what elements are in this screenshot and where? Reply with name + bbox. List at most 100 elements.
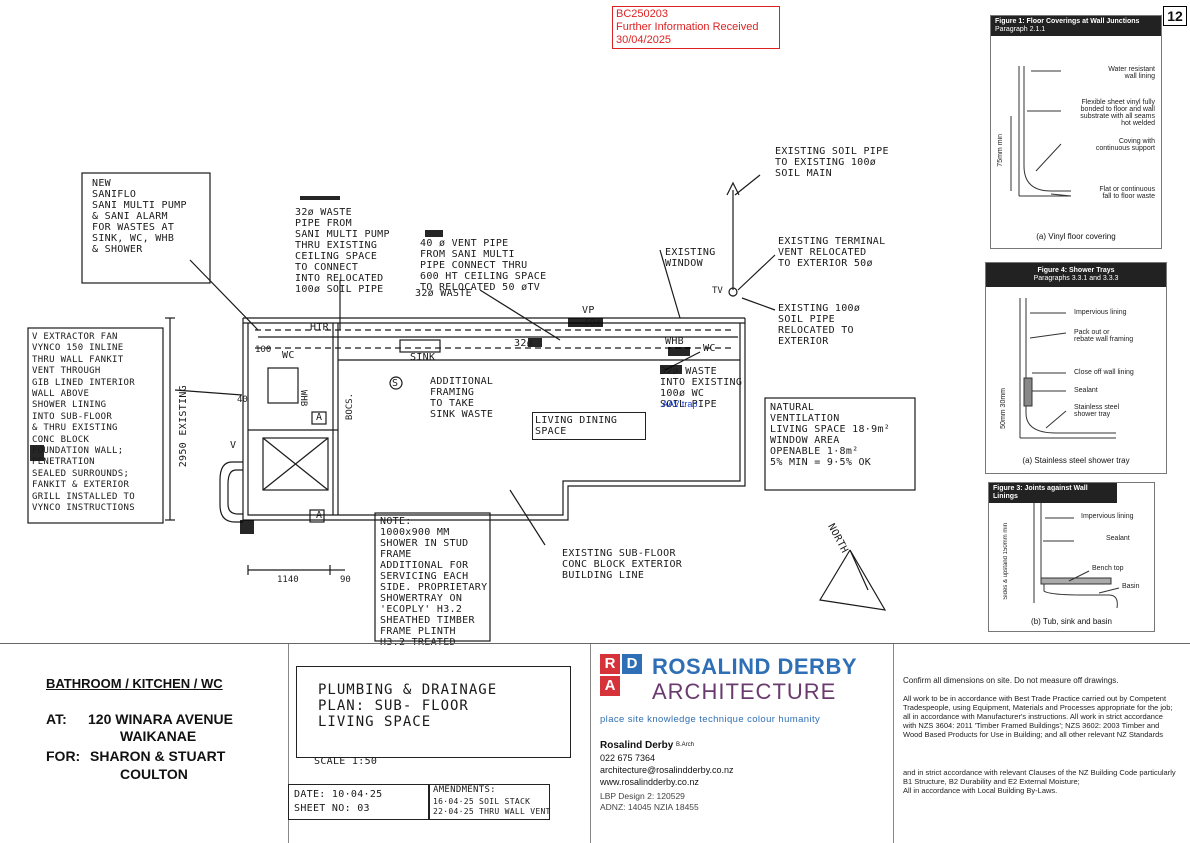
note-40-vent: 40 ø VENT PIPE FROM SANI MULTI PIPE CONN… [420, 238, 547, 293]
figure-header: Figure 3: Joints against Wall Linings [989, 483, 1117, 503]
label-whb-2: WHB [298, 390, 308, 407]
amendments-label: AMENDMENTS: [433, 785, 496, 795]
firm-subtitle: ARCHITECTURE [652, 679, 837, 704]
figure-caption: (a) Stainless steel shower tray [1022, 456, 1130, 465]
figure-subtitle: Paragraph 2.1.1 [995, 26, 1046, 33]
amendment-1: 16·04·25 SOIL STACK [433, 797, 531, 806]
address-line-2: WAIKANAE [120, 728, 197, 744]
figure-title: Figure 4: Shower Trays [1037, 267, 1115, 274]
page-number: 12 [1163, 6, 1187, 26]
client-line-2: COULTON [120, 766, 188, 782]
stamp-text: Further Information Received [616, 21, 759, 33]
dim-40: 40 [237, 395, 248, 405]
label-wc-2: WC [703, 343, 716, 354]
figure-label: Stainless steel shower tray [1074, 404, 1120, 418]
firm-email[interactable]: architecture@rosalindderby.co.nz [600, 765, 734, 775]
figure-shower-tray: Figure 4: Shower Trays Paragraphs 3.3.1 … [985, 262, 1167, 474]
label-s-marker: S [392, 378, 399, 389]
label-htr: HTR [310, 322, 329, 333]
figure-title: Figure 3: Joints against Wall Linings [993, 485, 1088, 500]
note-existing-terminal: EXISTING TERMINAL VENT RELOCATED TO EXTE… [778, 236, 886, 269]
note-additional-framing: ADDITIONAL FRAMING TO TAKE SINK WASTE [430, 376, 494, 420]
figure-label: Flat or continuous fall to floor waste [1099, 186, 1155, 200]
date-box [288, 784, 430, 820]
figure-label: Flexible sheet vinyl fully bonded to flo… [1080, 99, 1155, 127]
spec-note-2: and in strict accordance with relevant C… [903, 768, 1176, 786]
label-living-dining: LIVING DINING SPACE [532, 412, 646, 440]
highlight-mark [668, 347, 690, 356]
label-vp: VP [582, 305, 595, 316]
figure-header: Figure 1: Floor Coverings at Wall Juncti… [991, 16, 1161, 36]
firm-website[interactable]: www.rosalindderby.co.nz [600, 777, 699, 787]
figure-detail [1019, 298, 1116, 439]
title-block: BATHROOM / KITCHEN / WC AT: 120 WINARA A… [0, 643, 1190, 843]
label-aav-trap: AAV trap [662, 399, 698, 409]
architect-quals: B.Arch [676, 742, 695, 748]
label-32: 32ø [514, 338, 533, 349]
dim-existing: EXISTING [178, 385, 189, 436]
at-label: AT: [46, 711, 67, 727]
figure-dimension: 75mm min [997, 134, 1004, 167]
drawing-title-box [296, 666, 571, 758]
label-sink: SINK [410, 352, 436, 363]
firm-name: ROSALIND DERBY [652, 654, 858, 679]
drawing-title: PLUMBING & DRAINAGE PLAN: SUB- FLOOR LIV… [318, 682, 498, 730]
dim-2950: 2950 [178, 442, 189, 468]
client-line-1: SHARON & STUART [90, 748, 226, 764]
dim-90: 90 [340, 575, 351, 585]
spec-note-3: All in accordance with Local Building By… [903, 786, 1058, 795]
note-existing-100: EXISTING 100ø SOIL PIPE RELOCATED TO EXT… [778, 303, 861, 347]
highlight-mark [528, 338, 542, 347]
address-line-1: 120 WINARA AVENUE [88, 711, 233, 727]
stamp-date: 30/04/2025 [616, 34, 672, 46]
figure-caption: (a) Vinyl floor covering [1036, 232, 1116, 241]
council-stamp: BC250203 Further Information Received 30… [612, 6, 780, 49]
figure-dimension: 50mm 30mm [1000, 388, 1007, 429]
label-v: V [230, 440, 237, 451]
highlight-mark [300, 196, 340, 200]
figure-title: Figure 1: Floor Coverings at Wall Juncti… [995, 18, 1140, 25]
spec-note-1: All work to be in accordance with Best T… [903, 694, 1173, 739]
firm-phone: 022 675 7364 [600, 753, 656, 763]
note-shower: NOTE: 1000x900 MM SHOWER IN STUD FRAME A… [380, 516, 488, 648]
figure-detail [1033, 503, 1120, 609]
figure-label: Impervious lining [1074, 309, 1127, 316]
highlight-mark [425, 230, 443, 237]
figure-label: Sealant [1074, 387, 1098, 394]
figure-detail [1010, 66, 1072, 197]
figure-dimension: Sides & upstand 150mm min [1003, 523, 1009, 600]
logo-letter: D [622, 654, 642, 674]
label-tv: TV [712, 286, 723, 296]
figure-label: Pack out or rebate wall framing [1074, 329, 1134, 343]
confirm-note: Confirm all dimensions on site. Do not m… [903, 676, 1119, 685]
label-wc: WC [282, 350, 295, 361]
note-32-waste: 32ø WASTE PIPE FROM SANI MULTI PUMP THRU… [295, 207, 390, 295]
for-label: FOR: [46, 748, 81, 764]
label-vp-40: 40ø [583, 318, 602, 329]
note-saniflo: NEW SANIFLO SANI MULTI PUMP & SANI ALARM… [92, 178, 187, 255]
project-title: BATHROOM / KITCHEN / WC [46, 676, 223, 691]
note-32-waste-b: 32ø WASTE [415, 288, 472, 299]
amendment-2: 22·04·25 THRU WALL VENT [433, 807, 551, 816]
amendments-box [428, 784, 550, 820]
figure-label: Close off wall lining [1074, 369, 1134, 376]
label-bocs: BOCS. [345, 393, 355, 421]
figure-vinyl-floor: Figure 1: Floor Coverings at Wall Juncti… [990, 15, 1162, 249]
drawing-scale: SCALE 1:50 [314, 756, 378, 767]
lbp-number: LBP Design 2: 120529 [600, 791, 685, 801]
figure-label: Coving with continuous support [1095, 138, 1155, 152]
sheet-number: SHEET NO: 03 [294, 803, 370, 814]
dim-1140: 1140 [277, 575, 299, 585]
note-ventilation: NATURAL VENTILATION LIVING SPACE 18·9m² … [770, 402, 891, 468]
figure-subtitle: Paragraphs 3.3.1 and 3.3.3 [1033, 275, 1119, 282]
figure-label: Bench top [1092, 565, 1124, 572]
highlight-mark [568, 318, 603, 327]
figure-header: Figure 4: Shower Trays Paragraphs 3.3.1 … [986, 263, 1166, 287]
firm-tagline: place site knowledge technique colour hu… [600, 714, 821, 725]
logo-letter: A [600, 676, 620, 696]
figure-label: Impervious lining [1081, 513, 1134, 520]
floor-plan-drawing [27, 172, 916, 642]
note-existing-window: EXISTING WINDOW [665, 247, 716, 269]
outer-wall [242, 318, 746, 521]
